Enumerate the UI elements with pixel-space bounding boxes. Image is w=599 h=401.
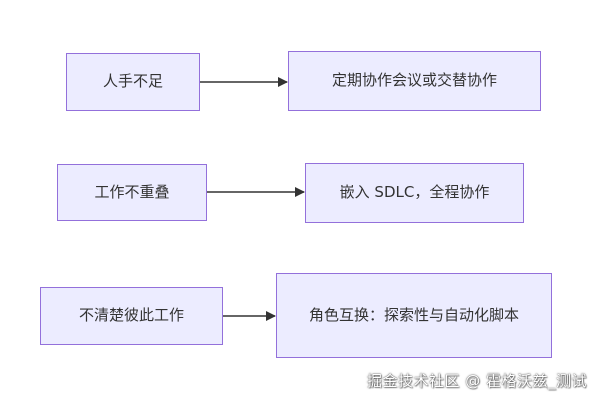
node-role-swap: 角色互换：探索性与自动化脚本 bbox=[276, 273, 552, 358]
node-unclear-each-others-work-label: 不清楚彼此工作 bbox=[78, 306, 184, 325]
node-staff-shortage-label: 人手不足 bbox=[102, 72, 163, 91]
node-embed-sdlc-label: 嵌入 SDLC，全程协作 bbox=[339, 183, 490, 202]
node-no-work-overlap-label: 工作不重叠 bbox=[94, 182, 170, 201]
watermark-text: 掘金技术社区 @ 霍格沃兹_测试 bbox=[366, 372, 587, 390]
node-staff-shortage: 人手不足 bbox=[66, 53, 200, 111]
node-no-work-overlap: 工作不重叠 bbox=[57, 164, 207, 221]
node-regular-collab-meetings-label: 定期协作会议或交替协作 bbox=[331, 71, 497, 90]
node-embed-sdlc: 嵌入 SDLC，全程协作 bbox=[305, 163, 524, 223]
node-regular-collab-meetings: 定期协作会议或交替协作 bbox=[288, 51, 541, 111]
node-unclear-each-others-work: 不清楚彼此工作 bbox=[40, 287, 223, 345]
node-role-swap-label: 角色互换：探索性与自动化脚本 bbox=[308, 305, 519, 324]
